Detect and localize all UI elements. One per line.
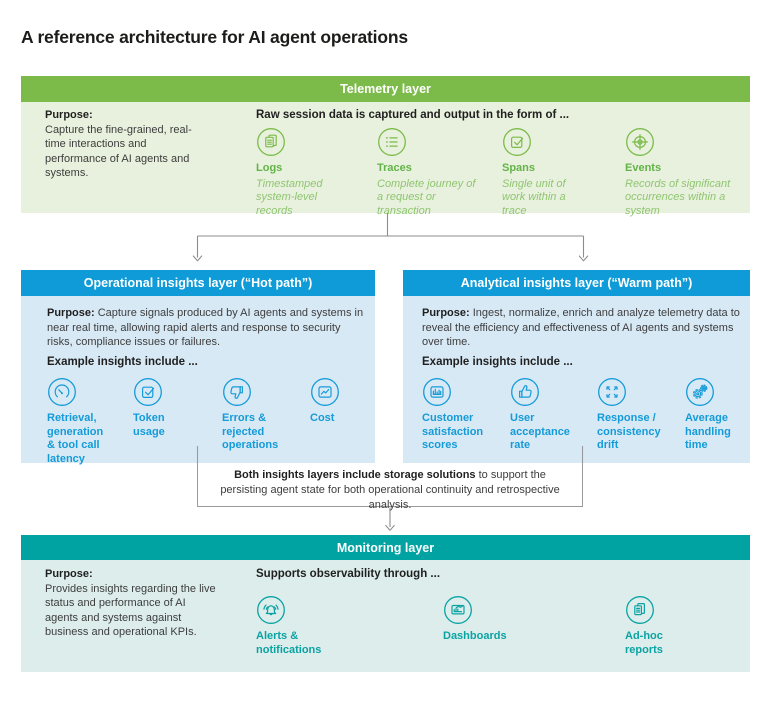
- item-label: Ad-hoc reports: [625, 630, 663, 656]
- item-label: Cost: [310, 412, 335, 424]
- telemetry-item-events: Events Records of significant occurrence…: [625, 127, 745, 218]
- checkbox-icon: [133, 377, 188, 407]
- purpose-label: Purpose:: [45, 109, 93, 121]
- operational-insights-layer: Operational insights layer (“Hot path”) …: [21, 270, 375, 466]
- thumbs-down-icon: [222, 377, 302, 407]
- item-label: Traces: [377, 162, 412, 174]
- item-label: Customer satisfaction scores: [422, 412, 484, 451]
- telemetry-heading: Raw session data is captured and output …: [256, 109, 570, 121]
- monitoring-layer-header: Monitoring layer: [21, 535, 750, 560]
- gauge-icon: [47, 377, 113, 407]
- analytical-layer-header: Analytical insights layer (“Warm path”): [403, 270, 750, 296]
- monitoring-item-dashboards: Dashboards: [443, 595, 538, 644]
- item-label: Logs: [256, 162, 283, 174]
- item-label: Response / consistency drift: [597, 412, 661, 451]
- item-desc: Records of significant occurrences withi…: [625, 177, 731, 217]
- traces-icon: [377, 127, 477, 157]
- purpose-label: Purpose:: [422, 307, 470, 319]
- item-label: Events: [625, 162, 662, 174]
- insight-item-acceptance: User acceptance rate: [510, 377, 590, 453]
- purpose-label: Purpose:: [45, 568, 93, 580]
- telemetry-item-traces: Traces Complete journey of a request or …: [377, 127, 477, 218]
- insight-item-aht: Average handling time: [685, 377, 747, 453]
- report-icon: [625, 595, 687, 625]
- analytical-heading: Example insights include ...: [422, 356, 573, 368]
- page-title: A reference architecture for AI agent op…: [21, 27, 408, 47]
- insight-item-latency: Retrieval, generation & tool call latenc…: [47, 377, 113, 466]
- monitoring-item-alerts: Alerts & notifications: [256, 595, 346, 657]
- target-icon: [625, 127, 745, 157]
- thumbs-up-icon: [510, 377, 590, 407]
- item-label: Average handling time: [685, 412, 731, 451]
- item-label: User acceptance rate: [510, 412, 570, 451]
- monitoring-item-adhoc: Ad-hoc reports: [625, 595, 687, 657]
- item-desc: Complete journey of a request or transac…: [377, 177, 476, 217]
- telemetry-layer-header: Telemetry layer: [21, 76, 750, 102]
- purpose-text: Provides insights regarding the live sta…: [45, 582, 216, 639]
- bar-chart-icon: [422, 377, 506, 407]
- item-label: Dashboards: [443, 630, 507, 642]
- logs-icon: [256, 127, 338, 157]
- item-desc: Timestamped system-level records: [256, 177, 323, 217]
- monitoring-heading: Supports observability through ...: [256, 568, 441, 580]
- telemetry-purpose: Purpose: Capture the fine-grained, real-…: [45, 108, 193, 181]
- item-label: Errors & rejected operations: [222, 412, 279, 451]
- item-label: Retrieval, generation & tool call latenc…: [47, 412, 104, 465]
- gears-icon: [685, 377, 747, 407]
- line-chart-icon: [310, 377, 365, 407]
- telemetry-item-spans: Spans Single unit of work within a trace: [502, 127, 578, 218]
- insight-item-cost: Cost: [310, 377, 365, 426]
- insight-item-csat: Customer satisfaction scores: [422, 377, 506, 453]
- analytical-insights-layer: Analytical insights layer (“Warm path”) …: [403, 270, 750, 463]
- checkbox-icon: [502, 127, 578, 157]
- storage-note: Both insights layers include storage sol…: [197, 463, 583, 511]
- monitoring-purpose: Purpose: Provides insights regarding the…: [45, 567, 217, 640]
- operational-heading: Example insights include ...: [47, 356, 198, 368]
- item-desc: Single unit of work within a trace: [502, 177, 566, 217]
- dashboard-icon: [443, 595, 538, 625]
- monitoring-layer: Monitoring layer Purpose: Provides insig…: [21, 535, 750, 672]
- insight-item-token-usage: Token usage: [133, 377, 188, 439]
- telemetry-item-logs: Logs Timestamped system-level records: [256, 127, 338, 218]
- item-label: Alerts & notifications: [256, 630, 322, 656]
- telemetry-layer: Telemetry layer Purpose: Capture the fin…: [21, 76, 750, 217]
- purpose-text: Capture signals produced by AI agents an…: [47, 307, 364, 348]
- storage-note-text: to support the persisting agent state fo…: [220, 469, 560, 511]
- insight-item-drift: Response / consistency drift: [597, 377, 681, 453]
- operational-layer-header: Operational insights layer (“Hot path”): [21, 270, 375, 296]
- purpose-text: Capture the fine-grained, real-time inte…: [45, 123, 192, 180]
- item-label: Token usage: [133, 412, 165, 438]
- operational-purpose: Purpose:Capture signals produced by AI a…: [47, 306, 369, 350]
- bell-icon: [256, 595, 346, 625]
- item-label: Spans: [502, 162, 536, 174]
- insight-item-errors: Errors & rejected operations: [222, 377, 302, 453]
- purpose-label: Purpose:: [47, 307, 95, 319]
- expand-arrows-icon: [597, 377, 681, 407]
- storage-note-bold: Both insights layers include storage sol…: [234, 469, 476, 481]
- analytical-purpose: Purpose:Ingest, normalize, enrich and an…: [422, 306, 742, 350]
- purpose-text: Ingest, normalize, enrich and analyze te…: [422, 307, 740, 348]
